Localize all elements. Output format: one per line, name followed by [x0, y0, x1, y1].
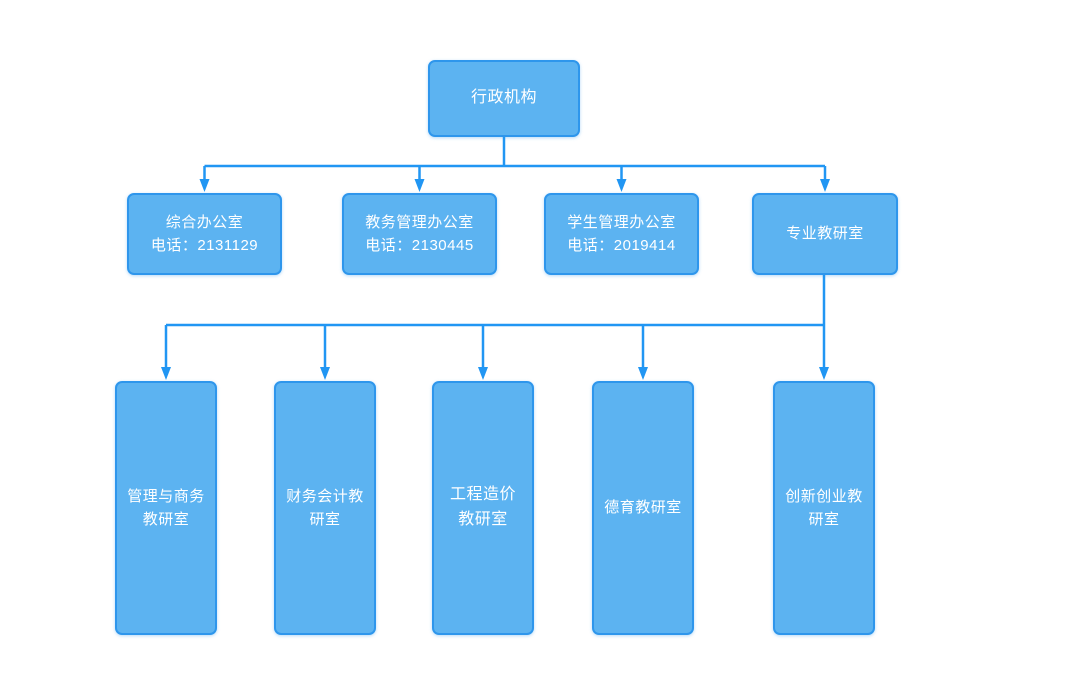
node-finance-accounting-teaching[interactable]: 财务会计教 研室 — [274, 381, 376, 635]
arrow-down-icon — [820, 179, 830, 192]
node-management-business-teaching[interactable]: 管理与商务 教研室 — [115, 381, 217, 635]
node-general-office[interactable]: 综合办公室 电话：2131129 — [127, 193, 282, 275]
arrow-down-icon — [199, 179, 210, 192]
node-moral-education-teaching[interactable]: 德育教研室 — [592, 381, 694, 635]
arrow-down-icon — [161, 367, 171, 380]
node-academic-affairs-office[interactable]: 教务管理办公室 电话：2130445 — [342, 193, 497, 275]
arrow-down-icon — [320, 367, 330, 380]
arrow-down-icon — [638, 367, 648, 380]
node-professional-teaching-office[interactable]: 专业教研室 — [752, 193, 898, 275]
arrow-down-icon — [478, 367, 488, 380]
node-admin-org[interactable]: 行政机构 — [428, 60, 580, 137]
node-student-affairs-office[interactable]: 学生管理办公室 电话：2019414 — [544, 193, 699, 275]
node-innovation-entrepreneurship-teaching[interactable]: 创新创业教 研室 — [773, 381, 875, 635]
arrow-down-icon — [414, 179, 425, 192]
node-engineering-cost-teaching[interactable]: 工程造价 教研室 — [432, 381, 534, 635]
arrow-down-icon — [616, 179, 627, 192]
arrow-down-icon — [819, 367, 829, 380]
